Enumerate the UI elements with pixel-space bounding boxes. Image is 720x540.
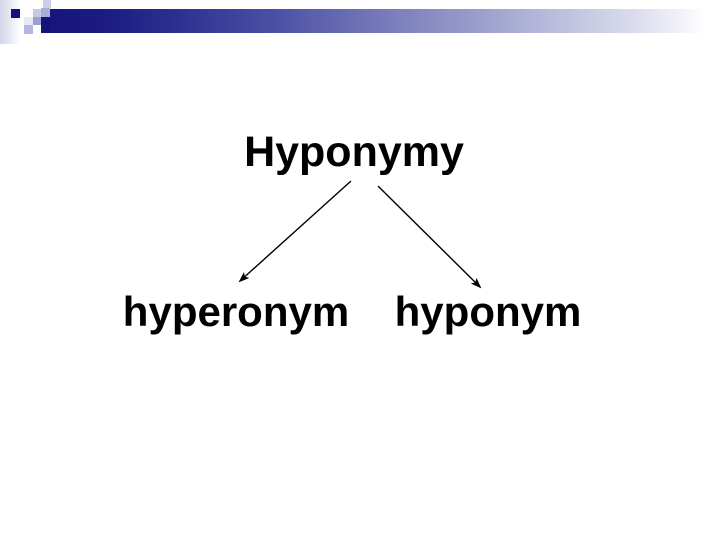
header-banner-bar	[50, 9, 720, 33]
decor-square	[41, 8, 50, 17]
decor-square	[24, 17, 33, 25]
term-hyperonym: hyperonym	[122, 288, 350, 335]
arrow-to-hyperonym	[238, 180, 352, 283]
header-left-gradient-strip	[0, 0, 20, 44]
arrow-to-hyponym	[377, 185, 482, 289]
decor-square	[43, 0, 51, 8]
decor-square	[24, 25, 33, 34]
decor-square	[33, 17, 41, 25]
slide-title: Hyponymy	[244, 128, 464, 176]
term-hyponym: hyponym	[394, 288, 582, 335]
decor-square	[41, 17, 50, 33]
decor-square	[33, 9, 41, 17]
decor-square	[11, 9, 20, 18]
